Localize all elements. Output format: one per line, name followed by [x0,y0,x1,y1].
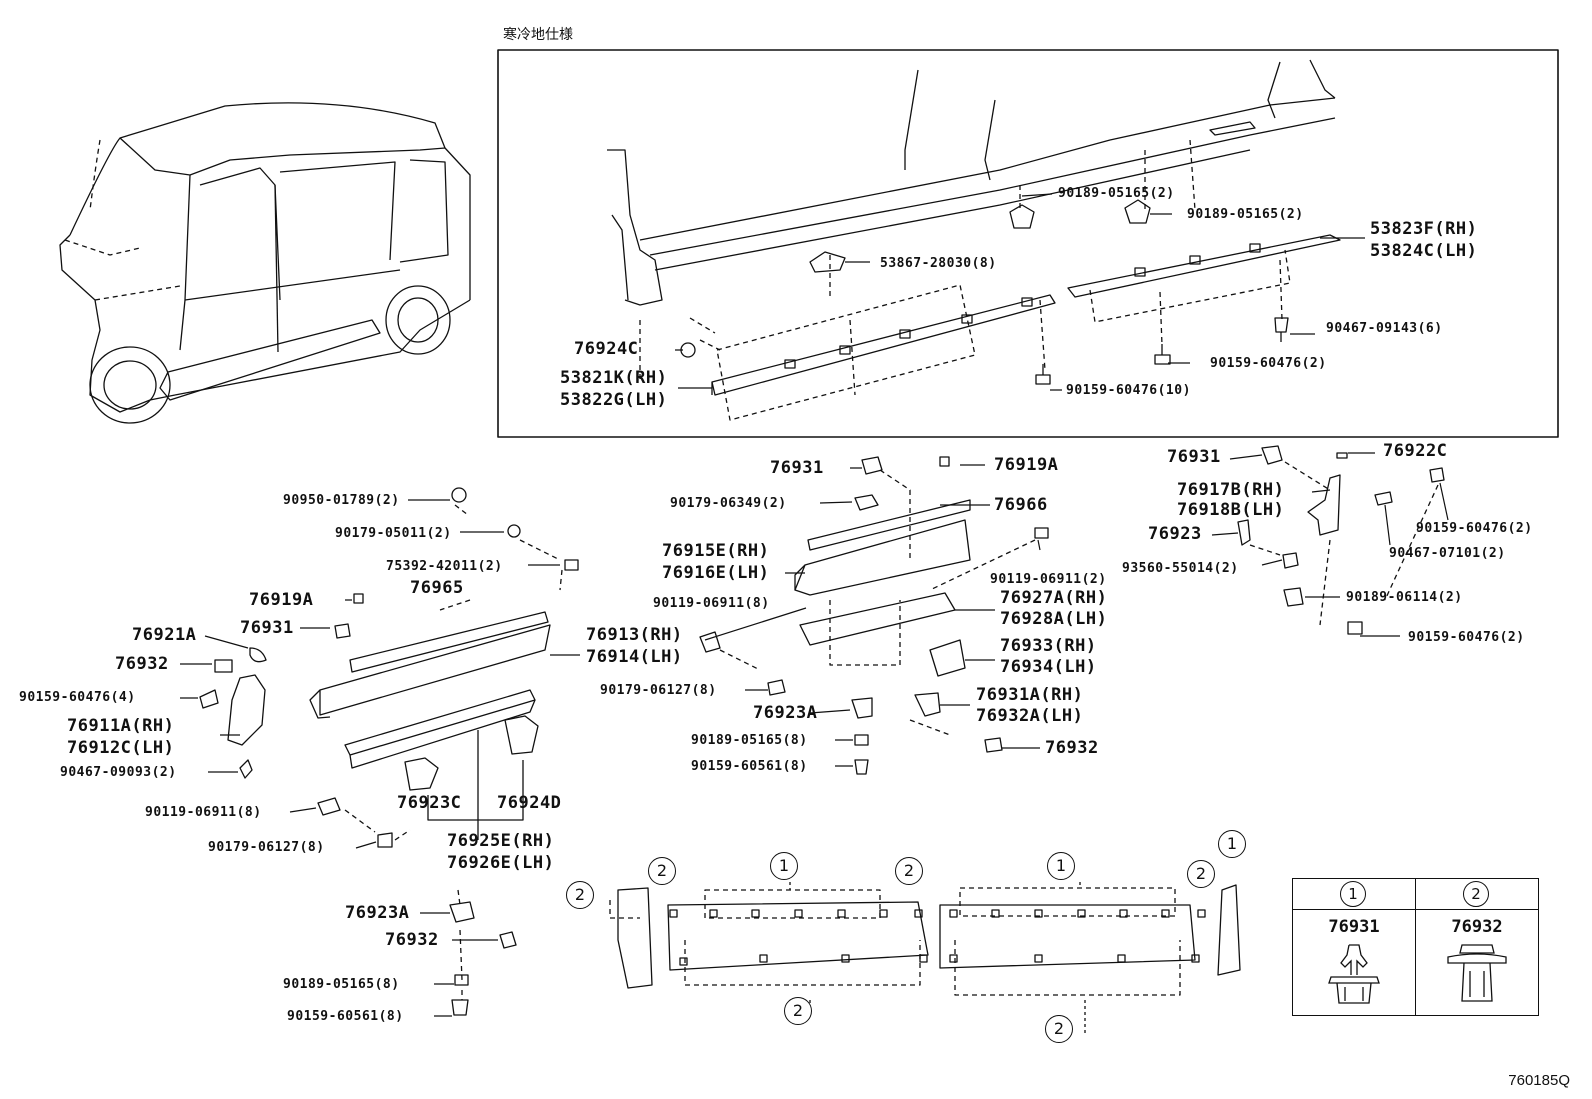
part-label: 76925E(RH) [447,831,555,851]
part-label: 76921A [132,625,197,645]
part-label: 76932 [115,654,169,674]
legend-cell-1: 1 76931 [1293,879,1415,1015]
part-label: 76911A(RH) [67,716,175,736]
part-label: 90179-06127(8) [600,683,717,698]
part-label: 76923 [1148,524,1202,544]
part-label: 53867-28030(8) [880,256,997,271]
part-label: 90119-06911(2) [990,572,1107,587]
part-label: 90189-05165(2) [1187,207,1304,222]
legend-divider [1293,909,1538,910]
part-label: 76932 [1045,738,1099,758]
clip-76931-icon [1328,944,1380,1004]
clip-legend: 1 76931 2 76932 [1292,878,1539,1016]
clip-marker: 2 [895,857,923,885]
legend-part: 76931 [1328,917,1380,937]
clip-marker: 2 [566,881,594,909]
part-label: 76913(RH) [586,625,683,645]
vehicle-overview [59,102,471,424]
part-label: 90119-06911(8) [145,805,262,820]
part-label: 90119-06911(8) [653,596,770,611]
part-label: 76924C [574,339,639,359]
part-label: 76931A(RH) [976,685,1084,705]
part-label: 76919A [249,590,314,610]
part-label: 76915E(RH) [662,541,770,561]
diagram-code: 760185Q [1508,1072,1570,1089]
part-label: 90179-05011(2) [335,526,452,541]
part-label: 90159-60476(2) [1408,630,1525,645]
part-label: 76918B(LH) [1177,500,1285,520]
legend-marker: 1 [1340,881,1366,907]
left-assembly [199,487,579,1016]
inset-title: 寒冷地仕様 [503,27,573,43]
clip-marker: 1 [770,852,798,880]
legend-cell-2: 2 76932 [1415,879,1538,1015]
clip-marker: 1 [1218,830,1246,858]
clip-marker: 2 [1045,1015,1073,1043]
part-label: 76926E(LH) [447,853,555,873]
part-label: 76931 [240,618,294,638]
part-label: 90189-06114(2) [1346,590,1463,605]
part-label: 76916E(LH) [662,563,770,583]
clip-marker: 2 [648,857,676,885]
leader-lines [180,193,1449,1017]
part-label: 76966 [994,495,1048,515]
part-label: 90467-07101(2) [1389,546,1506,561]
part-label: 90159-60476(10) [1066,383,1191,398]
right-assembly [1237,445,1445,635]
part-label: 90179-06127(8) [208,840,325,855]
clip-marker: 2 [1187,860,1215,888]
part-label: 90467-09143(6) [1326,321,1443,336]
part-label: 76922C [1383,441,1448,461]
part-label: 90189-05165(8) [283,977,400,992]
part-label: 76931 [770,458,824,478]
part-label: 76923A [753,703,818,723]
part-label: 76932 [385,930,439,950]
part-label: 76933(RH) [1000,636,1097,656]
part-label: 90467-09093(2) [60,765,177,780]
part-label: 90950-01789(2) [283,493,400,508]
part-label: 90159-60476(4) [19,690,136,705]
part-label: 53823F(RH) [1370,219,1478,239]
part-label: 76965 [410,578,464,598]
part-label: 76914(LH) [586,647,683,667]
part-label: 76934(LH) [1000,657,1097,677]
part-label: 76919A [994,455,1059,475]
part-label: 90189-05165(2) [1058,186,1175,201]
clip-76932-icon [1447,944,1507,1002]
cold-region-inset-frame [497,49,1559,438]
part-label: 76923C [397,793,462,813]
clip-marker: 2 [784,997,812,1025]
part-label: 76928A(LH) [1000,609,1108,629]
legend-part: 76932 [1451,917,1503,937]
legend-marker: 2 [1463,881,1489,907]
part-label: 90159-60476(2) [1416,521,1533,536]
part-label: 76923A [345,903,410,923]
part-label: 90159-60561(8) [287,1009,404,1024]
part-label: 76924D [497,793,562,813]
part-label: 76927A(RH) [1000,588,1108,608]
clip-layout-diagram [609,882,1241,1033]
part-label: 76932A(LH) [976,706,1084,726]
part-label: 90159-60561(8) [691,759,808,774]
part-label: 53821K(RH) [560,368,668,388]
part-label: 53824C(LH) [1370,241,1478,261]
part-label: 76912C(LH) [67,738,175,758]
part-label: 90159-60476(2) [1210,356,1327,371]
clip-marker: 1 [1047,852,1075,880]
part-label: 90189-05165(8) [691,733,808,748]
part-label: 75392-42011(2) [386,559,503,574]
part-label: 53822G(LH) [560,390,668,410]
part-label: 93560-55014(2) [1122,561,1239,576]
inset-body-lines [607,59,1341,421]
middle-assembly [699,456,1049,775]
part-label: 76931 [1167,447,1221,467]
part-label: 76917B(RH) [1177,480,1285,500]
part-label: 90179-06349(2) [670,496,787,511]
